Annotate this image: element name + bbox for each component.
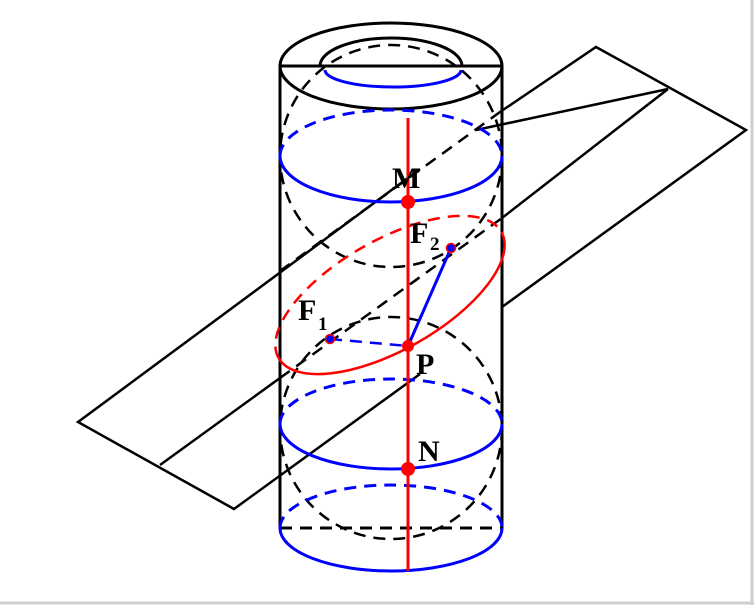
label-P: P: [416, 348, 434, 381]
lower-tangent-circle-front: [278, 423, 504, 471]
focus-F1: [324, 333, 336, 345]
segment-P-F1: [329, 337, 409, 348]
upper-tangent-circle-back: [278, 108, 504, 157]
focus-F2: [445, 242, 457, 254]
label-F2-subscript: 2: [430, 234, 440, 255]
section-ellipse-back: [274, 214, 503, 359]
segment-P-F2: [406, 247, 453, 347]
lower-sphere: [278, 315, 504, 541]
plane-middle-line-lower: [159, 376, 281, 467]
plane-hidden-upper: [279, 110, 501, 273]
lower-tangent-circle-back: [278, 377, 504, 425]
label-F2: F: [410, 217, 428, 250]
section-ellipse-front: [277, 231, 506, 376]
plane-middle-line: [475, 87, 669, 132]
point-P: [402, 340, 414, 352]
cylinder-bottom-back: [278, 483, 504, 529]
cylinder-bottom-front: [278, 527, 504, 573]
plane-hidden-lines: [279, 110, 503, 380]
label-N: N: [418, 435, 440, 468]
point-M: [401, 195, 415, 209]
top-inner-blue-arc: [323, 69, 463, 89]
blue-circles: [278, 69, 504, 573]
cutting-plane: [75, 45, 749, 511]
inscribed-spheres: [278, 43, 504, 541]
plane-left-edges: [75, 167, 421, 511]
plane-right-edges: [499, 45, 749, 309]
label-F1-subscript: 1: [318, 314, 328, 335]
label-M: M: [392, 162, 420, 195]
plane-middle-line-lower-b: [501, 88, 669, 219]
point-N: [401, 462, 415, 476]
cylinder-top-inner-arc: [318, 36, 464, 67]
upper-tangent-circle-front: [278, 155, 504, 204]
section-ellipse: [274, 214, 506, 376]
plane-hidden-lower: [279, 216, 503, 380]
label-F1: F: [298, 294, 316, 327]
